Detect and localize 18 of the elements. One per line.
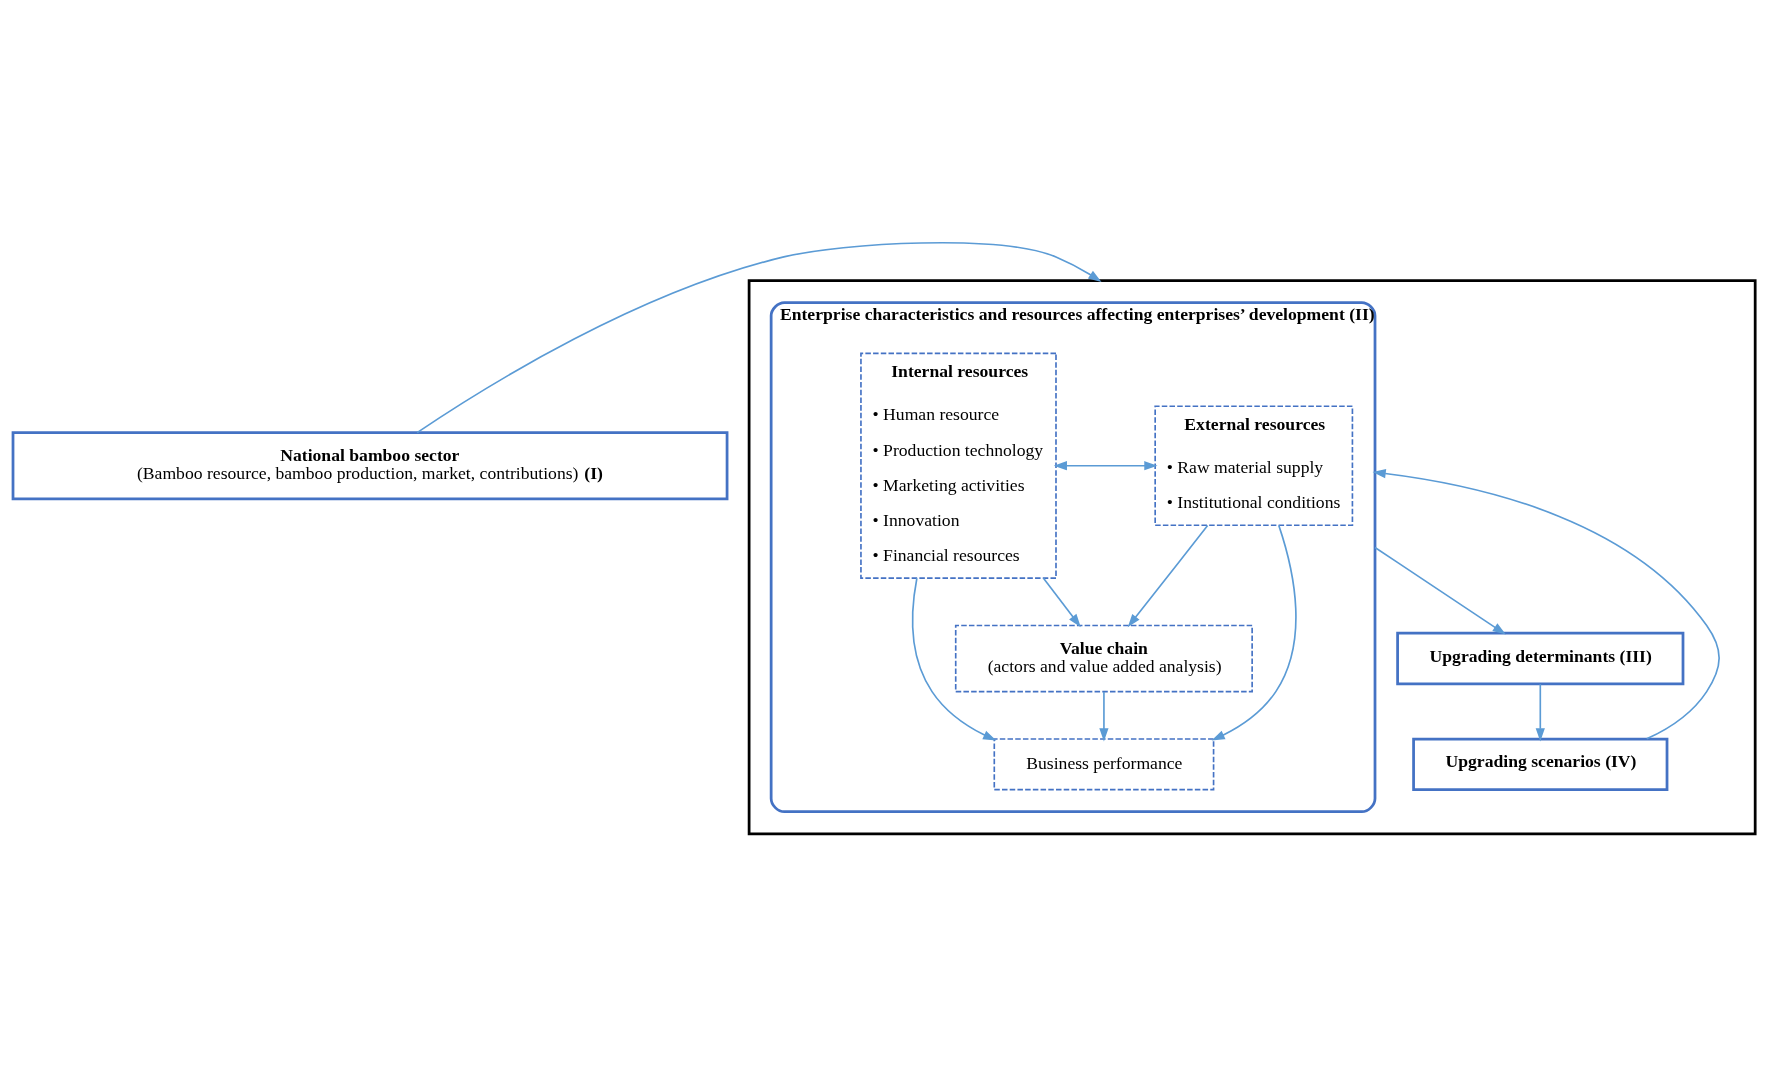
arrow [1042,577,1081,628]
node-box: Upgrading determinants (III) [1396,631,1685,686]
arrow [1127,524,1209,628]
node-box: Internal resources • Human resource • Production technology • Marketing activities • Innovation • Financial resources [860,352,1057,579]
cluster [747,279,1757,836]
node-box: External resources • Raw material supply • Institutional conditions [1154,405,1354,527]
arrow [416,242,1102,434]
node-box: Business performance [993,738,1215,791]
arrow [1211,524,1297,741]
arrow [1535,683,1545,742]
node-box: Value chain (actors and value added analysis) [954,624,1253,693]
arrow [1099,691,1109,742]
arrow [911,577,997,741]
node-box: Upgrading scenarios (IV) [1412,737,1669,792]
arrow [1053,461,1158,471]
node-box: National bamboo sector (Bamboo resource, bamboo production, market, contributions) (I) [11,431,729,501]
arrow [1372,468,1720,740]
arrow [1374,546,1506,635]
